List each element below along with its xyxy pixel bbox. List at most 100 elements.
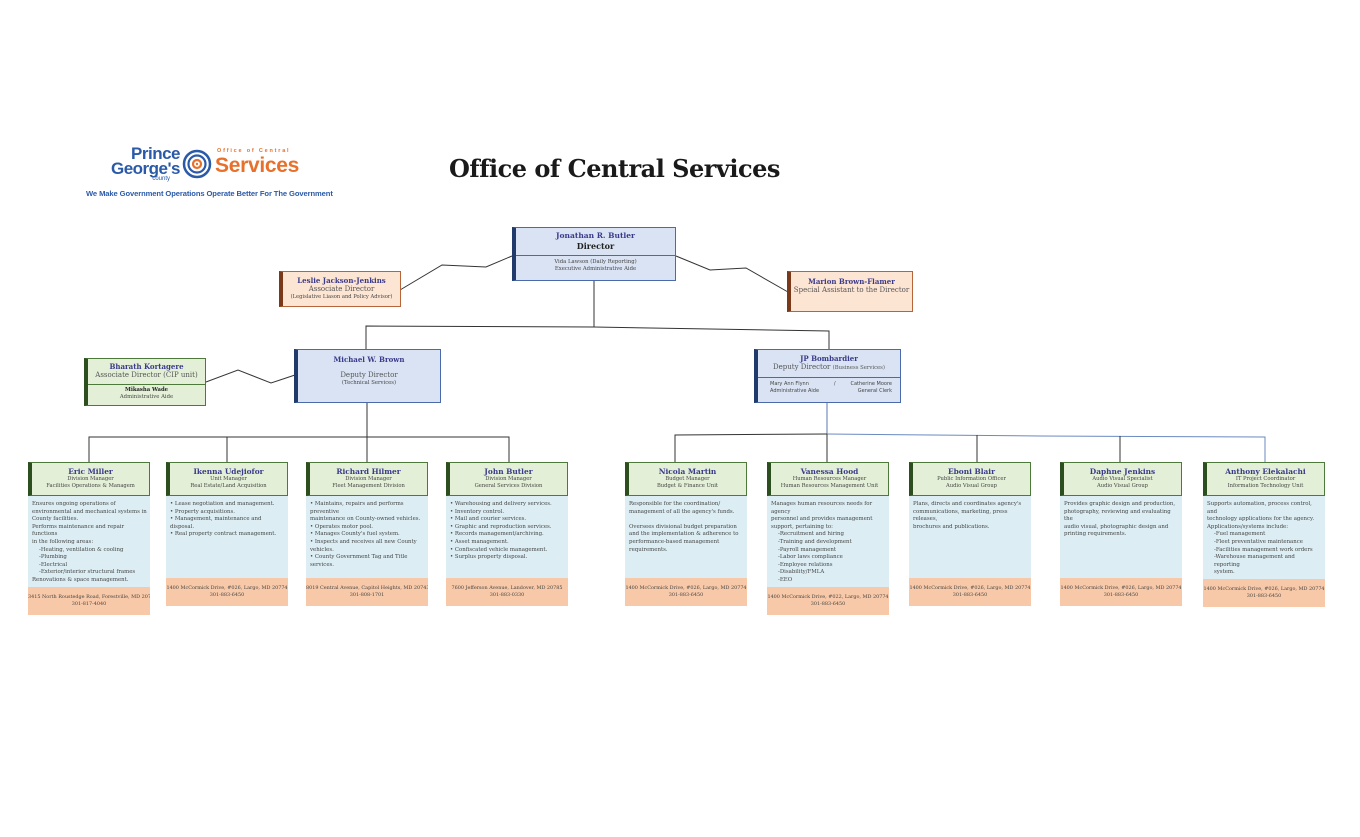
- unit-manager-role: IT Project Coordinator: [1235, 476, 1296, 482]
- connector-director-special-assistant: [675, 255, 789, 293]
- deputy-business-box[interactable]: JP Bombardier Deputy Director (Business …: [754, 349, 901, 403]
- unit-description-line: Plans, directs and coordinates agency's: [913, 501, 1022, 507]
- director-aide-name: Vida Lawson (Daily Reporting): [554, 259, 637, 265]
- unit-manager-role: Unit Manager: [210, 476, 247, 482]
- unit-description-line: • Warehousing and delivery services.: [450, 501, 552, 507]
- unit-description-line: audio visual, photographic design and: [1064, 523, 1169, 530]
- unit-description-line: • Mail and courier services.: [450, 516, 527, 523]
- connector-biz-bar-left: [674, 433, 828, 462]
- unit-description: • Maintains, repairs and performs preven…: [306, 496, 428, 578]
- director-title: Director: [576, 241, 615, 251]
- unit-phone: 301-883-6450: [209, 592, 245, 598]
- special-assistant-box[interactable]: Marion Brown-Flamer Special Assistant to…: [787, 271, 913, 312]
- unit-description-line: -Electrical: [39, 561, 68, 568]
- unit-description-line: system.: [1214, 569, 1235, 576]
- unit-manager-name: Daphne Jenkins: [1089, 467, 1156, 476]
- associate-director-box[interactable]: Leslie Jackson-Jenkins Associate Directo…: [279, 271, 401, 307]
- unit-address: 1400 McCormick Drive, #026, Largo, MD 20…: [166, 585, 288, 591]
- unit-description: • Lease negotiation and management.• Pro…: [166, 496, 288, 578]
- unit-description-line: services.: [310, 561, 334, 568]
- unit-description-line: brochures and publications.: [913, 523, 990, 530]
- unit-manager-name: Vanessa Hood: [800, 467, 859, 476]
- unit-name: Facilities Operations & Managem: [46, 483, 135, 489]
- unit-manager-name: Eric Miller: [68, 467, 113, 476]
- deputy-business-title: Deputy Director: [773, 363, 831, 371]
- unit-description-line: Supports automation, process control, an…: [1207, 501, 1312, 515]
- unit-description-line: environmental and mechanical systems in: [32, 508, 147, 515]
- associate-director-name: Leslie Jackson-Jenkins: [297, 276, 386, 285]
- cip-name: Bharath Kortagere: [109, 362, 184, 371]
- unit-address: 1400 McCormick Drive, #022, Largo, MD 20…: [767, 593, 889, 600]
- unit-description-line: • County Government Tag and Title: [310, 554, 408, 561]
- unit-description-line: • Maintains, repairs and performs preven…: [310, 501, 404, 515]
- deputy-business-separator: /: [833, 381, 836, 387]
- unit-address: 1400 McCormick Drive, #026, Largo, MD 20…: [625, 585, 747, 591]
- connector-biz-bar-right: [826, 433, 1266, 462]
- unit-name: Human Resources Management Unit: [780, 483, 879, 489]
- unit-manager-role: Division Manager: [485, 476, 532, 482]
- unit-description-line: • Confiscated vehicle management.: [450, 546, 548, 553]
- deputy-technical-title: Deputy Director: [340, 371, 398, 379]
- cip-associate-box[interactable]: Bharath Kortagere Associate Director (CI…: [84, 358, 206, 406]
- unit-description-line: -Exterior/interior structural frames: [39, 569, 136, 576]
- connector-cip-deputy: [205, 369, 296, 384]
- unit-address: 7600 Jefferson Avenue, Landover, MD 2078…: [451, 585, 563, 591]
- unit-description-line: -Fuel management: [1214, 531, 1266, 538]
- deputy-technical-box[interactable]: Michael W. Brown Deputy Director (Techni…: [294, 349, 441, 403]
- unit-description-line: • Surplus property disposal.: [450, 554, 528, 561]
- unit-description-line: -Labor laws compliance: [778, 554, 843, 561]
- unit-description: Responsible for the coordination/managem…: [625, 496, 747, 578]
- unit-address: 8019 Central Avenue, Capitol Heights, MD…: [306, 585, 428, 591]
- unit-description-line: -EEO: [778, 576, 793, 583]
- unit-manager-role: Public Information Officer: [937, 476, 1006, 482]
- unit-phone: 301-883-6450: [810, 600, 846, 607]
- unit-contact: 1400 McCormick Drive, #026, Largo, MD 20…: [1203, 578, 1325, 607]
- unit-description-line: in the following areas:: [32, 538, 94, 545]
- unit-description-line: -Employee relations: [778, 561, 833, 568]
- cip-title: Associate Director (CIP unit): [95, 371, 198, 379]
- deputy-business-aide2-name: Catherine Moore: [850, 381, 892, 387]
- special-assistant-name: Marion Brown-Flamer: [808, 277, 895, 286]
- unit-description-line: • Property acquisitions.: [170, 508, 235, 515]
- unit-description-line: Performs maintenance and repair function…: [32, 523, 125, 538]
- unit-contact: 1400 McCormick Drive, #026, Largo, MD 20…: [625, 578, 747, 606]
- unit-description: Manages human resources needs for agency…: [767, 496, 889, 587]
- unit-description-line: • Records management/archiving.: [450, 531, 544, 538]
- unit-description-line: Renovations & space management.: [32, 576, 129, 583]
- unit-description-line: management of all the agency's funds.: [629, 508, 735, 515]
- unit-name: Audio Visual Group: [946, 483, 997, 489]
- unit-description-line: Provides graphic design and production,: [1064, 501, 1176, 507]
- unit-description-line: • Asset management.: [450, 538, 509, 545]
- unit-description-line: -Plumbing: [39, 554, 67, 561]
- deputy-technical-subtitle: (Technical Services): [341, 380, 397, 386]
- unit-description: • Warehousing and delivery services.• In…: [446, 496, 568, 578]
- unit-description: Provides graphic design and production,p…: [1060, 496, 1182, 578]
- director-box[interactable]: Jonathan R. Butler Director Vida Lawson …: [512, 227, 676, 281]
- unit-description-line: photography, reviewing and evaluating th…: [1064, 508, 1171, 523]
- unit-description-line: • Inventory control.: [450, 508, 505, 515]
- unit-name: Fleet Management Division: [332, 483, 405, 489]
- cip-aide-name: Mikasha Wade: [124, 387, 169, 393]
- unit-description-line: County facilities.: [32, 516, 79, 523]
- unit-name: General Services Division: [474, 483, 543, 489]
- unit-description-line: performance-based management: [629, 538, 720, 545]
- unit-description-line: -Training and development: [778, 538, 852, 545]
- unit-description-line: -Heating, ventilation & cooling: [39, 546, 124, 553]
- unit-manager-role: Budget Manager: [665, 476, 710, 482]
- swirl-logo-icon: [182, 149, 212, 179]
- unit-description-line: support, pertaining to:: [771, 523, 833, 530]
